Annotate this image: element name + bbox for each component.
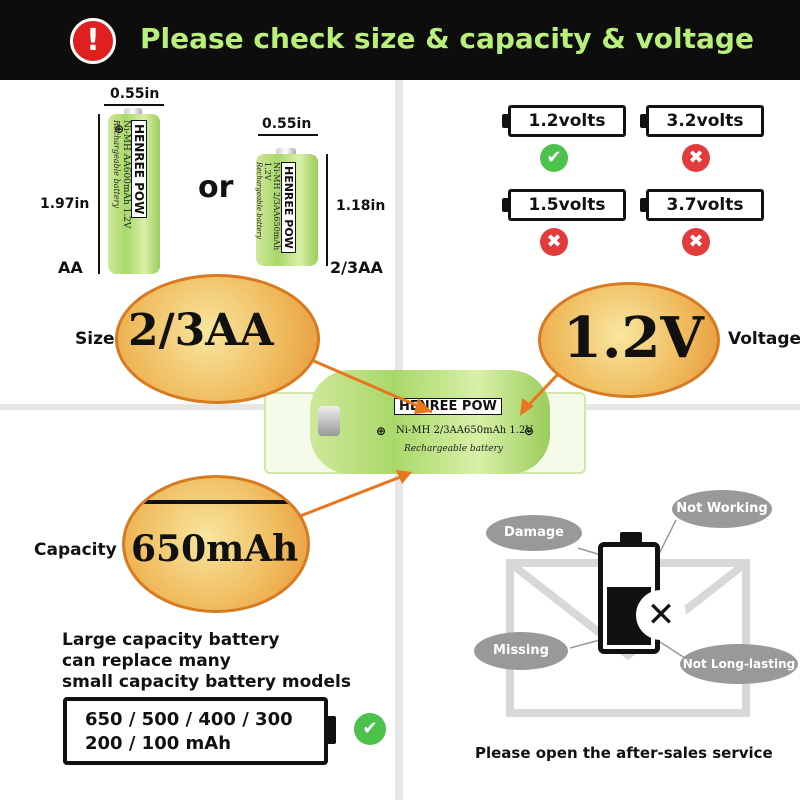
issue-not-working: Not Working xyxy=(672,490,772,528)
plus-sign: ⊕ xyxy=(376,424,387,438)
capacity-arrow xyxy=(289,472,409,522)
minus-sign: ⊖ xyxy=(524,424,535,438)
voltage-label: Voltage xyxy=(728,329,800,349)
capacity-values-line-1: 650 / 500 / 400 / 300 xyxy=(85,709,293,730)
capacity-arrowhead xyxy=(396,470,412,484)
voltage-chip-nub xyxy=(640,114,648,128)
aa-width-line xyxy=(104,104,164,106)
voltage-chip-nub xyxy=(640,198,648,212)
capacity-values-line-2: 200 / 100 mAh xyxy=(85,733,232,754)
two-thirds-aa-width-line xyxy=(258,134,318,136)
two-thirds-aa-terminal xyxy=(276,148,296,158)
voltage-chip-nub xyxy=(502,198,510,212)
aa-width-label: 0.55in xyxy=(110,86,160,102)
capacity-info-line-3: small capacity battery models xyxy=(62,672,351,692)
check-icon: ✔ xyxy=(540,144,568,172)
center-battery-print: Ni-MH 2/3AA650mAh 1.2V xyxy=(396,425,533,436)
two-thirds-aa-height-line xyxy=(326,154,328,266)
size-value: 2/3AA xyxy=(128,305,274,356)
warning-icon: ! xyxy=(70,18,116,64)
aa-battery: ⊕ HENREE POW Ni-MH AA600mAh 1.2V Recharg… xyxy=(108,114,160,274)
after-sales-text: Please open the after-sales service xyxy=(475,744,773,762)
two-thirds-aa-battery: HENREE POW Ni-MH 2/3AA650mAh 1.2V Rechar… xyxy=(255,154,318,266)
battery-terminal xyxy=(318,406,340,436)
issue-damage: Damage xyxy=(486,515,582,551)
capacity-value: 650mAh xyxy=(131,528,299,570)
voltage-chip-1-5v: 1.5volts xyxy=(508,189,626,221)
issue-not-long-lasting: Not Long-lasting xyxy=(680,644,798,684)
voltage-chip-nub xyxy=(502,114,510,128)
header-banner xyxy=(0,0,800,80)
capacity-info-line-1: Large capacity battery xyxy=(62,630,280,650)
size-label: Size xyxy=(75,329,115,349)
issue-missing: Missing xyxy=(474,632,568,670)
banner-title: Please check size & capacity & voltage xyxy=(140,22,754,55)
cross-icon: ✖ xyxy=(682,228,710,256)
lens-stripe xyxy=(125,500,307,504)
center-battery-subprint: Rechargeable battery xyxy=(404,444,503,454)
x-icon: ✕ xyxy=(636,590,686,640)
voltage-chip-3-7v: 3.7volts xyxy=(646,189,764,221)
size-magnifier: 2/3AA xyxy=(115,274,320,404)
capacity-battery-box: 650 / 500 / 400 / 300 200 / 100 mAh xyxy=(63,697,328,765)
voltage-chip-1-2v: 1.2volts xyxy=(508,105,626,137)
aa-terminal xyxy=(124,108,142,116)
capacity-label: Capacity xyxy=(34,540,117,560)
two-thirds-aa-type-label: 2/3AA xyxy=(330,258,383,277)
voltage-chip-3-2v: 3.2volts xyxy=(646,105,764,137)
capacity-box-nub xyxy=(326,716,336,744)
battery-icon-terminal xyxy=(620,532,642,544)
check-icon: ✔ xyxy=(354,713,386,745)
cross-icon: ✖ xyxy=(540,228,568,256)
two-thirds-aa-height-label: 1.18in xyxy=(336,198,386,214)
or-text: or xyxy=(198,170,234,205)
capacity-info-line-2: can replace many xyxy=(62,651,231,671)
size-arrow xyxy=(299,353,433,414)
aa-type-label: AA xyxy=(58,258,83,277)
voltage-value: 1.2V xyxy=(563,305,704,371)
size-arrowhead xyxy=(414,398,432,414)
aa-height-label: 1.97in xyxy=(40,196,90,212)
aa-plus-sign: ⊕ xyxy=(114,122,125,136)
voltage-magnifier: 1.2V xyxy=(538,282,720,398)
two-thirds-aa-width-label: 0.55in xyxy=(262,116,312,132)
aa-height-line xyxy=(98,114,100,274)
voltage-arrowhead xyxy=(520,398,534,416)
cross-icon: ✖ xyxy=(682,144,710,172)
capacity-magnifier: 650mAh xyxy=(122,475,310,613)
